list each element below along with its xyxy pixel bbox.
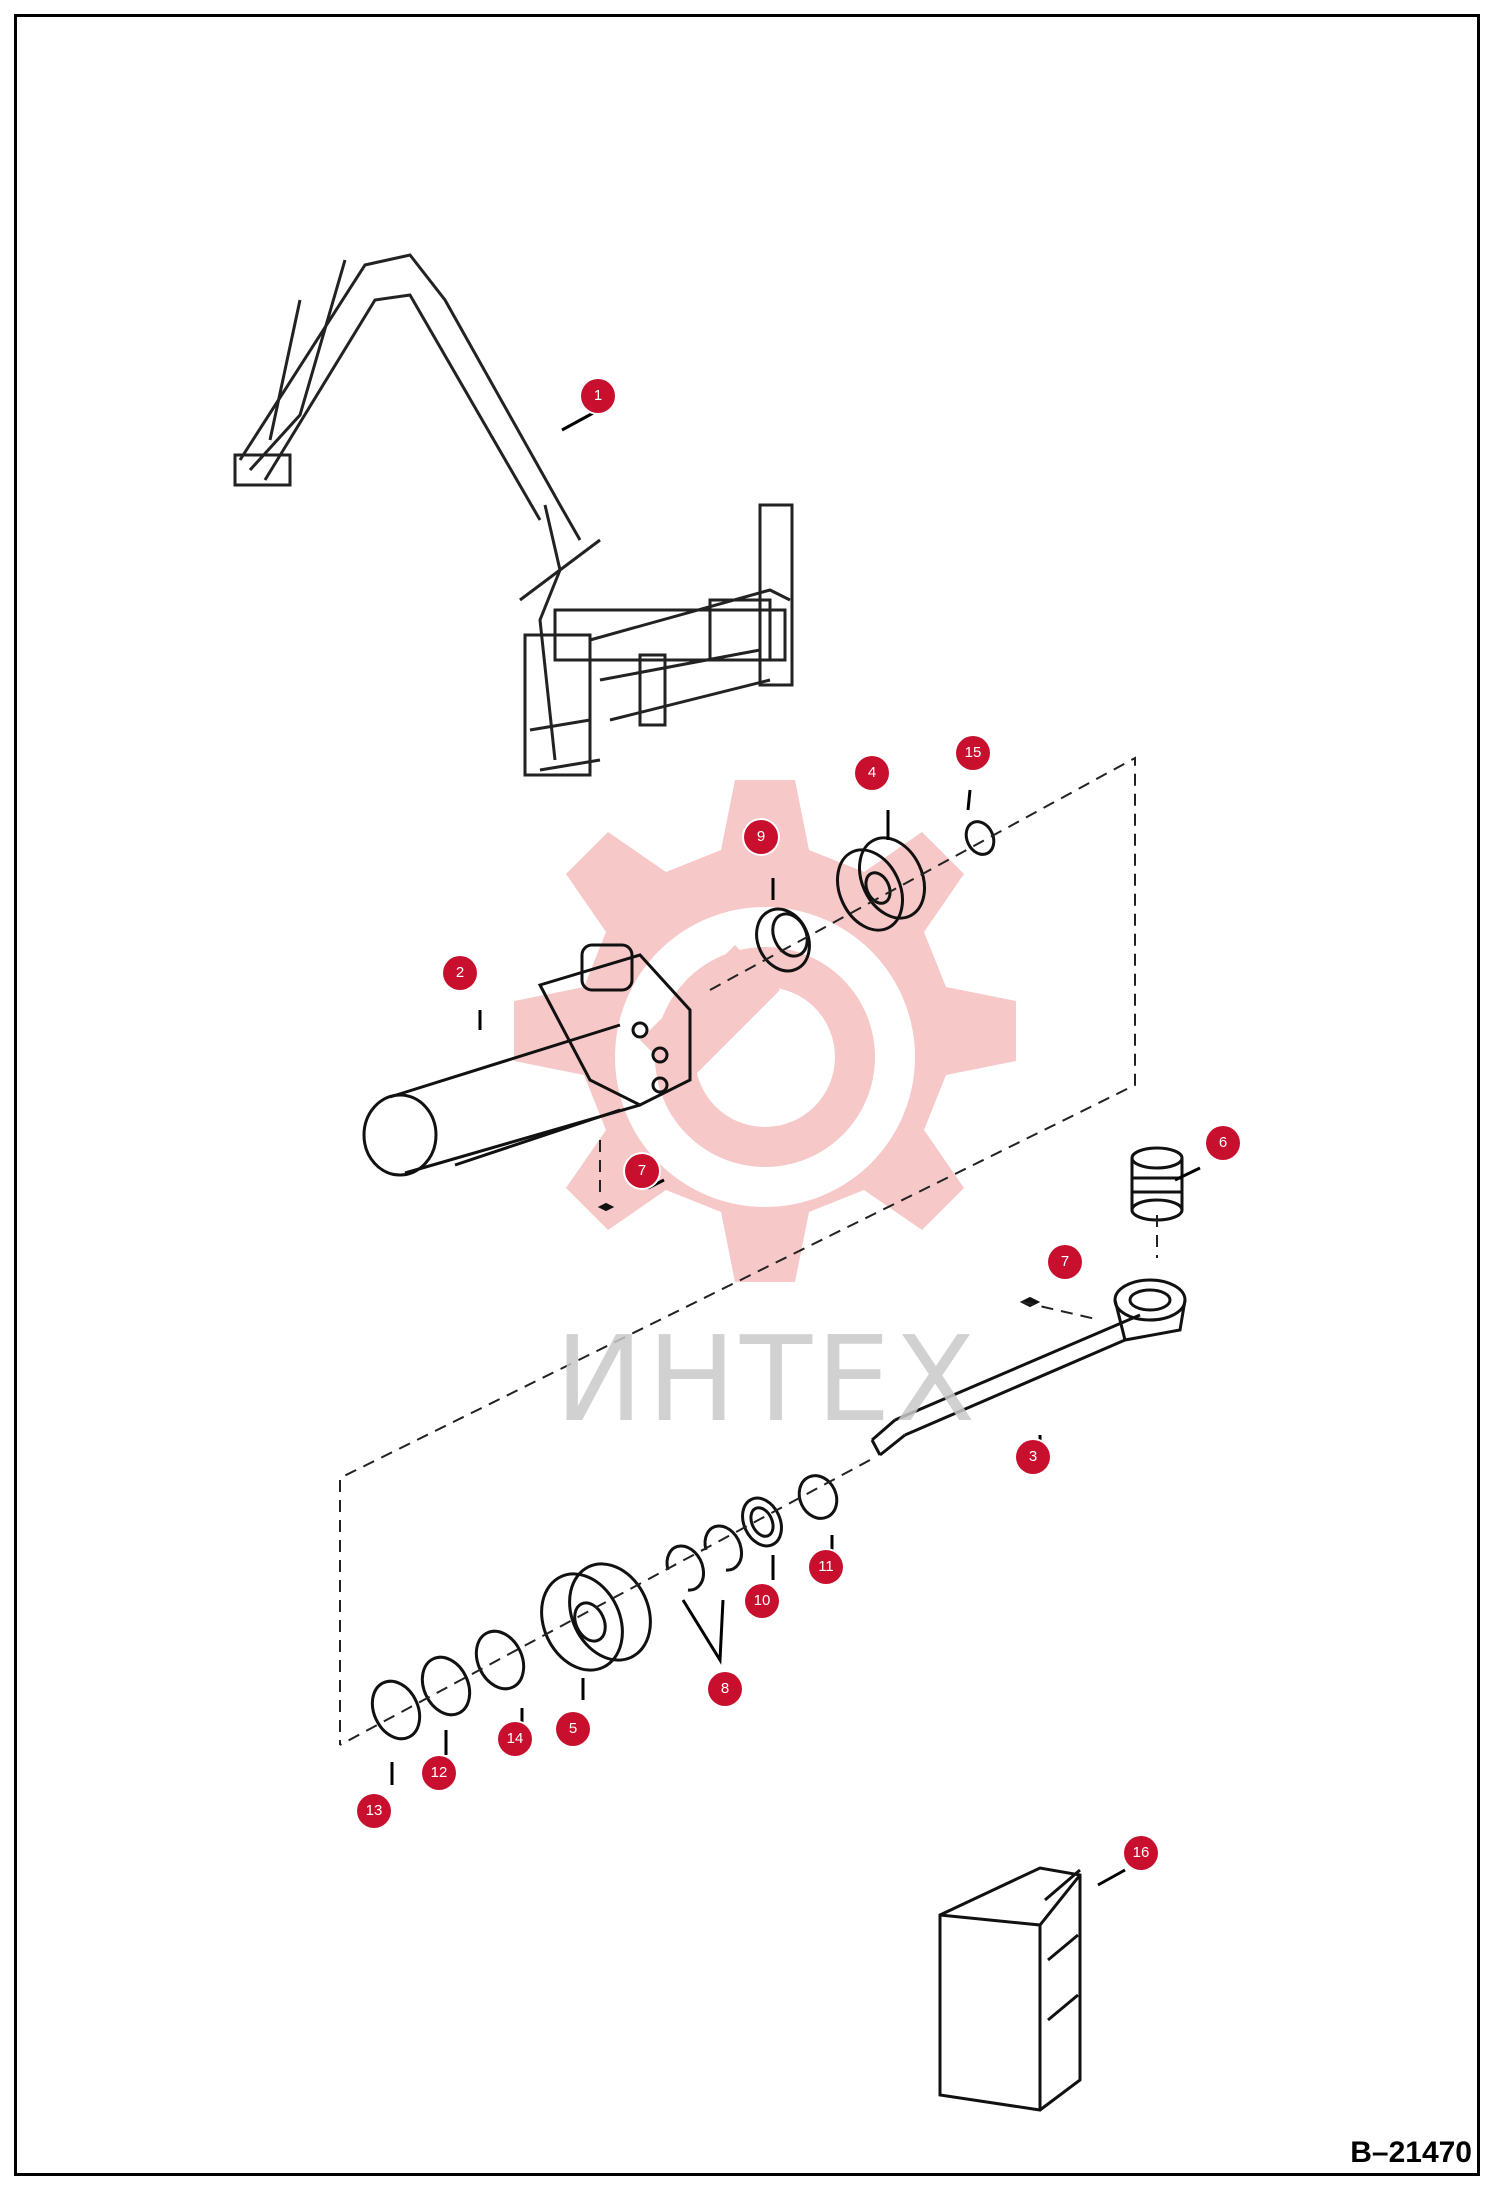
callout-16[interactable]: 16 [1124,1836,1158,1870]
watermark-text: ИНТЕХ [555,1310,980,1448]
screw-7a-drawing [597,1202,615,1212]
callout-14[interactable]: 14 [498,1722,532,1756]
drawing-frame [14,14,1480,2176]
callout-11[interactable]: 11 [809,1550,843,1584]
callout-4[interactable]: 4 [855,756,889,790]
callout-15[interactable]: 15 [956,736,990,770]
seal-rings-drawing [370,1474,839,1741]
assembly-lines [339,756,1158,1746]
screw-7b-drawing [1019,1296,1041,1308]
callout-13[interactable]: 13 [357,1794,391,1828]
callout-7a[interactable]: 7 [625,1154,659,1188]
callout-9[interactable]: 9 [744,820,778,854]
callout-8[interactable]: 8 [708,1672,742,1706]
oring-15-drawing [964,820,996,856]
rod-drawing [870,1278,1187,1457]
callout-1[interactable]: 1 [581,379,615,413]
drawing-number: B–21470 [1350,2136,1472,2169]
callout-6[interactable]: 6 [1206,1126,1240,1160]
watermark-gear-logo [514,780,1016,1282]
callout-3[interactable]: 3 [1016,1440,1050,1474]
bushing-drawing [1130,1146,1184,1222]
seal-kit-box-drawing [938,1866,1082,2112]
cylinder-barrel-drawing [362,943,692,1177]
callout-2[interactable]: 2 [443,956,477,990]
callout-7b[interactable]: 7 [1048,1245,1082,1279]
backhoe-assembly-drawing [233,253,794,777]
callout-5[interactable]: 5 [556,1712,590,1746]
leader-lines [390,410,1201,1887]
gland-drawing [836,836,926,932]
callout-12[interactable]: 12 [422,1756,456,1790]
callout-10[interactable]: 10 [745,1584,779,1618]
wiper-seal-drawing [755,907,811,973]
